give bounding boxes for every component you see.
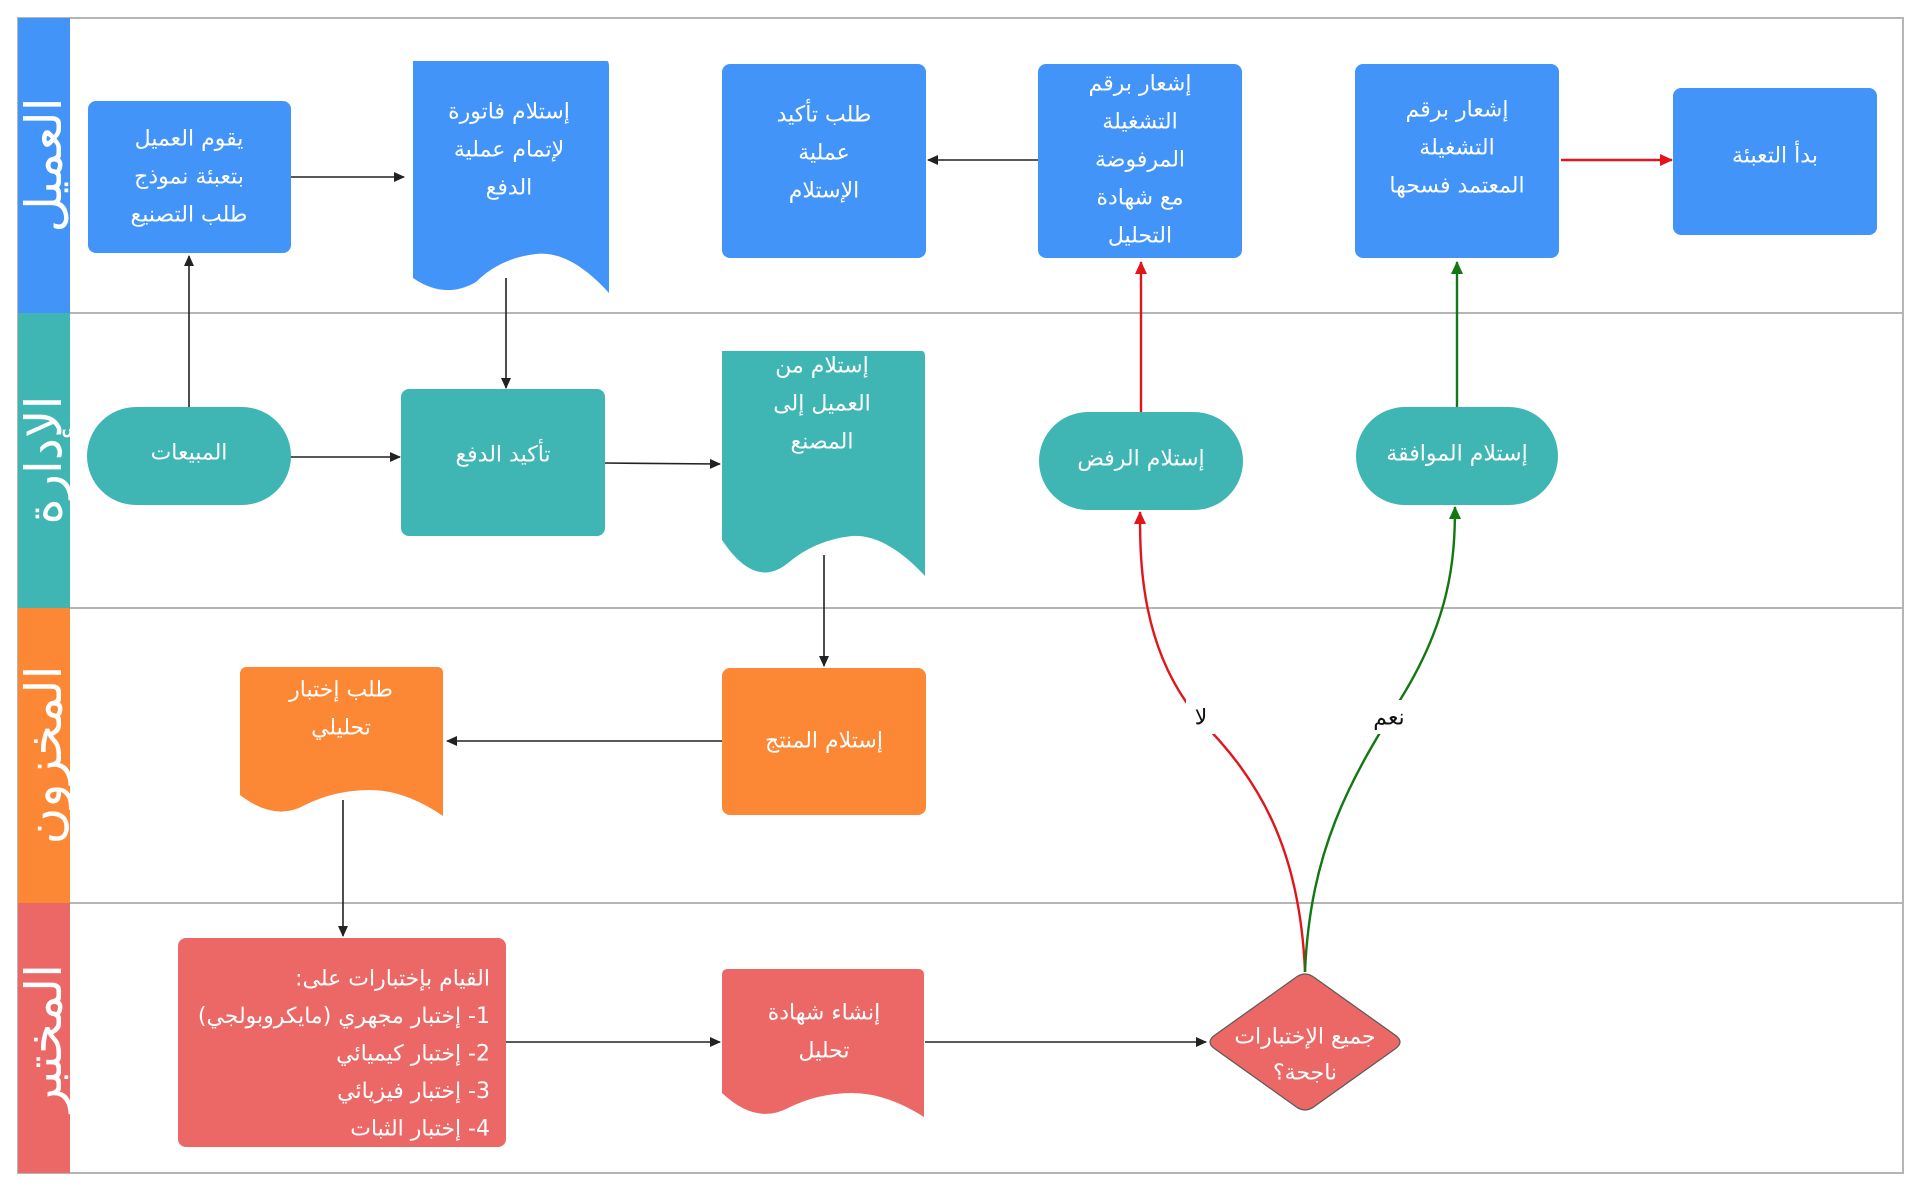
node-client-start[interactable]: بدأ التعبئة <box>1673 88 1877 235</box>
admin-confirm-payment-line-1: تأكيد الدفع <box>455 439 550 468</box>
lab-tests-line-5: 4- إختبار الثبات <box>350 1116 490 1141</box>
admin-receive-approval-text: إستلام الموافقة <box>1386 442 1527 467</box>
client-approved-text: إشعار برقم التشغيلة المعتمد فسحها <box>1389 98 1524 199</box>
lab-tests-line-4: 3- إختبار فيزيائي <box>337 1079 490 1104</box>
client-invoice-line-1: إستلام فاتورة <box>448 100 570 125</box>
lane-header-admin: الإدارة <box>15 313 73 608</box>
edge-label-yes-bg <box>1364 700 1414 734</box>
client-fill-form-line-2: بتعبئة نموذج <box>134 165 244 190</box>
client-invoice-line-3: الدفع <box>486 176 533 201</box>
admin-raise-request-line-1: رفع طلب <box>779 316 865 341</box>
edge-label-no-bg <box>1186 700 1216 734</box>
node-admin-receive-approval[interactable]: إستلام الموافقة <box>1356 407 1558 505</box>
client-confirm-receipt-line-2: عملية <box>798 141 850 166</box>
wh-analysis-request-text: طلب إختبار تحليلي <box>288 678 393 741</box>
wh-analysis-request-line-2: تحليلي <box>311 716 371 741</box>
node-admin-receive-reject[interactable]: إستلام الرفض <box>1039 412 1243 510</box>
admin-sales-line-1: المبيعات <box>151 441 228 466</box>
lab-tests-line-2: 1- إختبار مجهري (مايكروبولجي) <box>198 1004 490 1029</box>
lane-frame-client <box>17 17 1904 314</box>
node-admin-raise-request[interactable]: رفع طلب إستلام من العميل إلى المصنع <box>722 316 925 577</box>
node-client-approved[interactable]: إشعار برقم التشغيلة المعتمد فسحها <box>1355 64 1559 258</box>
node-client-invoice[interactable]: إستلام فاتورة لإتمام عملية الدفع <box>413 61 609 293</box>
arrow-confirm-payment-to-raise-request <box>603 458 721 469</box>
node-admin-confirm-payment[interactable]: تأكيد الدفع <box>401 389 605 536</box>
client-fill-form-line-3: طلب التصنيع <box>131 203 248 228</box>
node-lab-tests[interactable]: القيام بإختبارات على: 1- إختبار مجهري (ما… <box>178 938 506 1147</box>
lane-title-client: العميل <box>15 97 73 232</box>
admin-sales-text: المبيعات <box>151 441 228 466</box>
edge-label-no: لا <box>1195 706 1208 731</box>
wh-analysis-request-line-1: طلب إختبار <box>288 678 393 703</box>
client-confirm-receipt-line-3: الإستلام <box>789 179 859 204</box>
lab-decision-line-2: ناجحة؟ <box>1273 1061 1337 1086</box>
lane-header-warehouse: المخزون <box>15 608 74 903</box>
lab-decision-line-1: جميع الإختبارات <box>1234 1025 1375 1050</box>
admin-receive-reject-line-1: إستلام الرفض <box>1077 447 1204 472</box>
lab-certificate-line-2: تحليل <box>799 1039 850 1064</box>
client-start-line-1: بدأ التعبئة <box>1732 141 1818 169</box>
lab-certificate-line-1: إنشاء شهادة <box>768 1001 881 1026</box>
lane-title-warehouse: المخزون <box>15 666 74 845</box>
client-rejected-text: إشعار برقم التشغيلة المرفوضة مع شهادة التحلي… <box>1089 72 1192 249</box>
client-confirm-receipt-text: طلب تأكيد عملية الإستلام <box>777 99 872 204</box>
client-invoice-text: إستلام فاتورة لإتمام عملية الدفع <box>448 100 570 201</box>
admin-raise-request-line-2: إستلام من <box>775 354 868 379</box>
edge-label-yes: نعم <box>1373 706 1404 731</box>
client-fill-form-text: يقوم العميل بتعبئة نموذج طلب التصنيع <box>131 127 248 228</box>
lane-title-admin: الإدارة <box>15 396 73 525</box>
lab-tests-line-1: القيام بإختبارات على: <box>295 966 490 991</box>
lab-certificate-text: إنشاء شهادة تحليل <box>768 1001 881 1064</box>
client-rejected-line-4: مع شهادة <box>1096 186 1183 211</box>
lane-header-client: العميل <box>15 18 73 313</box>
admin-raise-request-line-4: المصنع <box>791 430 854 455</box>
client-confirm-receipt-line-1: طلب تأكيد <box>777 99 872 128</box>
client-invoice-line-2: لإتمام عملية <box>454 138 564 163</box>
lane-frame-admin <box>17 312 1904 609</box>
client-rejected-line-3: المرفوضة <box>1095 148 1185 173</box>
lab-decision-text: جميع الإختبارات ناجحة؟ <box>1234 1025 1375 1086</box>
admin-receive-approval-line-1: إستلام الموافقة <box>1386 442 1527 467</box>
client-fill-form-line-1: يقوم العميل <box>135 127 244 152</box>
node-wh-analysis-request[interactable]: طلب إختبار تحليلي <box>240 667 443 816</box>
lab-tests-line-3: 2- إختبار كيميائي <box>336 1041 490 1066</box>
node-lab-certificate[interactable]: إنشاء شهادة تحليل <box>722 969 924 1117</box>
node-client-rejected[interactable]: إشعار برقم التشغيلة المرفوضة مع شهادة التحلي… <box>1038 64 1242 258</box>
lane-title-lab: المختبر <box>15 964 73 1115</box>
lane-header-lab: المختبر <box>15 903 73 1173</box>
client-rejected-line-5: التحليل <box>1108 224 1172 249</box>
wh-receive-product-line-1: إستلام المنتج <box>765 729 883 754</box>
admin-raise-request-line-3: العميل إلى <box>773 392 871 417</box>
client-approved-line-2: التشغيلة <box>1419 136 1494 161</box>
wh-receive-product-text: إستلام المنتج <box>765 729 883 754</box>
client-approved-line-3: المعتمد فسحها <box>1389 174 1524 199</box>
client-approved-line-1: إشعار برقم <box>1406 98 1509 123</box>
node-client-fill-form[interactable]: يقوم العميل بتعبئة نموذج طلب التصنيع <box>88 101 291 253</box>
client-start-text: بدأ التعبئة <box>1732 141 1818 169</box>
node-admin-sales[interactable]: المبيعات <box>87 407 291 505</box>
admin-raise-request-text: رفع طلب إستلام من العميل إلى المصنع <box>773 316 871 455</box>
node-wh-receive-product[interactable]: إستلام المنتج <box>722 668 926 815</box>
admin-receive-reject-text: إستلام الرفض <box>1077 447 1204 472</box>
node-lab-decision[interactable]: جميع الإختبارات ناجحة؟ <box>1209 973 1401 1111</box>
admin-confirm-payment-text: تأكيد الدفع <box>455 439 550 468</box>
node-client-confirm-receipt[interactable]: طلب تأكيد عملية الإستلام <box>722 64 926 258</box>
client-rejected-line-1: إشعار برقم <box>1089 72 1192 97</box>
lab-tests-text: القيام بإختبارات على: 1- إختبار مجهري (ما… <box>198 966 490 1141</box>
client-rejected-line-2: التشغيلة <box>1102 110 1177 135</box>
